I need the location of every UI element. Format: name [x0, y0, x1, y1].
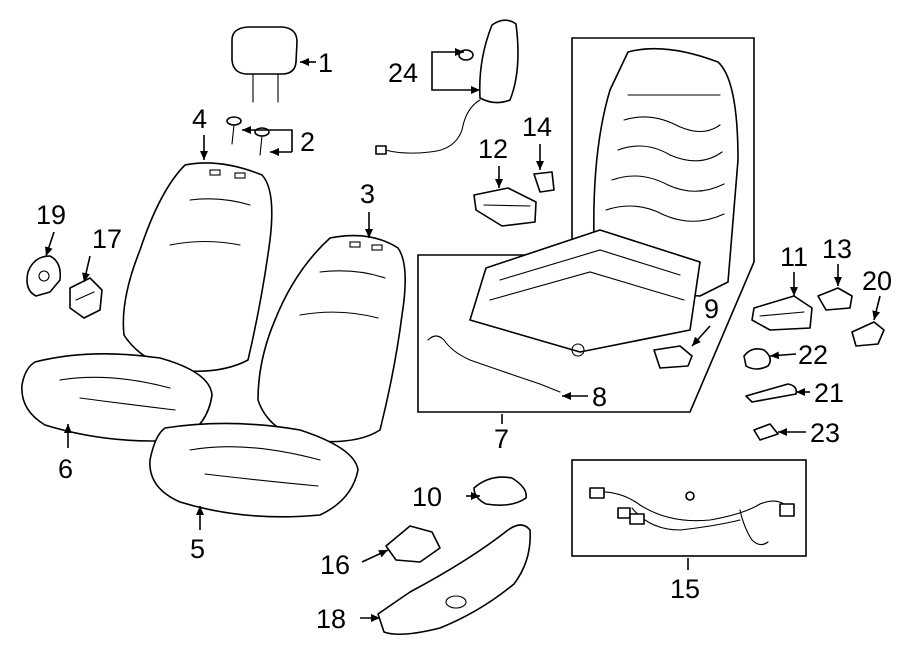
callout-9: 9: [704, 294, 719, 324]
callout-5: 5: [190, 534, 205, 564]
callout-4: 4: [192, 104, 207, 134]
callout-16: 16: [320, 550, 350, 580]
callout-13: 13: [822, 234, 852, 264]
callout-22: 22: [798, 340, 828, 370]
callout-12: 12: [478, 134, 508, 164]
callout-labels: 1 2 3 4 5 6 7 8 9 10 11 12 13 14 15 16 1…: [36, 48, 892, 634]
lever-part[interactable]: [745, 383, 798, 403]
side-airbag-part[interactable]: [375, 19, 519, 155]
wire-harness-part[interactable]: [589, 487, 795, 546]
adjuster-knob-part[interactable]: [653, 345, 693, 369]
seat-cushion-pad-part[interactable]: [149, 422, 359, 518]
bracket-part[interactable]: [385, 525, 441, 563]
recline-knob-part[interactable]: [851, 321, 885, 347]
callout-1: 1: [318, 48, 333, 78]
release-cable-part[interactable]: [427, 335, 561, 393]
side-trim-part[interactable]: [377, 524, 531, 636]
callout-10: 10: [412, 482, 442, 512]
callout-24: 24: [388, 58, 418, 88]
leader-lines: [45, 48, 881, 622]
seat-back-pad-part[interactable]: [257, 234, 406, 443]
lumbar-switch-part[interactable]: [473, 187, 537, 227]
callout-18: 18: [316, 604, 346, 634]
cover-bracket-part[interactable]: [26, 255, 62, 297]
callout-23: 23: [810, 418, 840, 448]
harness-box: [571, 459, 807, 557]
callout-21: 21: [814, 378, 844, 408]
callout-20: 20: [862, 266, 892, 296]
recliner-bracket-part[interactable]: [69, 277, 103, 319]
callout-11: 11: [780, 242, 808, 272]
callout-3: 3: [360, 179, 375, 209]
callout-7: 7: [494, 424, 509, 454]
callout-14: 14: [522, 112, 552, 142]
callout-2: 2: [300, 127, 315, 157]
callout-19: 19: [36, 200, 66, 230]
seat-back-cover-part[interactable]: [122, 162, 273, 373]
headrest-part[interactable]: [231, 26, 298, 103]
lever-clip-part[interactable]: [753, 423, 779, 441]
height-knob-part[interactable]: [743, 348, 772, 370]
power-switch-part[interactable]: [751, 295, 813, 331]
callout-6: 6: [58, 454, 73, 484]
callout-15: 15: [670, 574, 700, 604]
seat-frame-part[interactable]: [469, 47, 739, 357]
callout-17: 17: [92, 224, 122, 254]
clip-part[interactable]: [533, 171, 555, 193]
screw-parts[interactable]: [226, 116, 270, 156]
switch-clip-part[interactable]: [817, 287, 853, 311]
cover-part[interactable]: [473, 476, 528, 506]
callout-8: 8: [592, 382, 607, 412]
